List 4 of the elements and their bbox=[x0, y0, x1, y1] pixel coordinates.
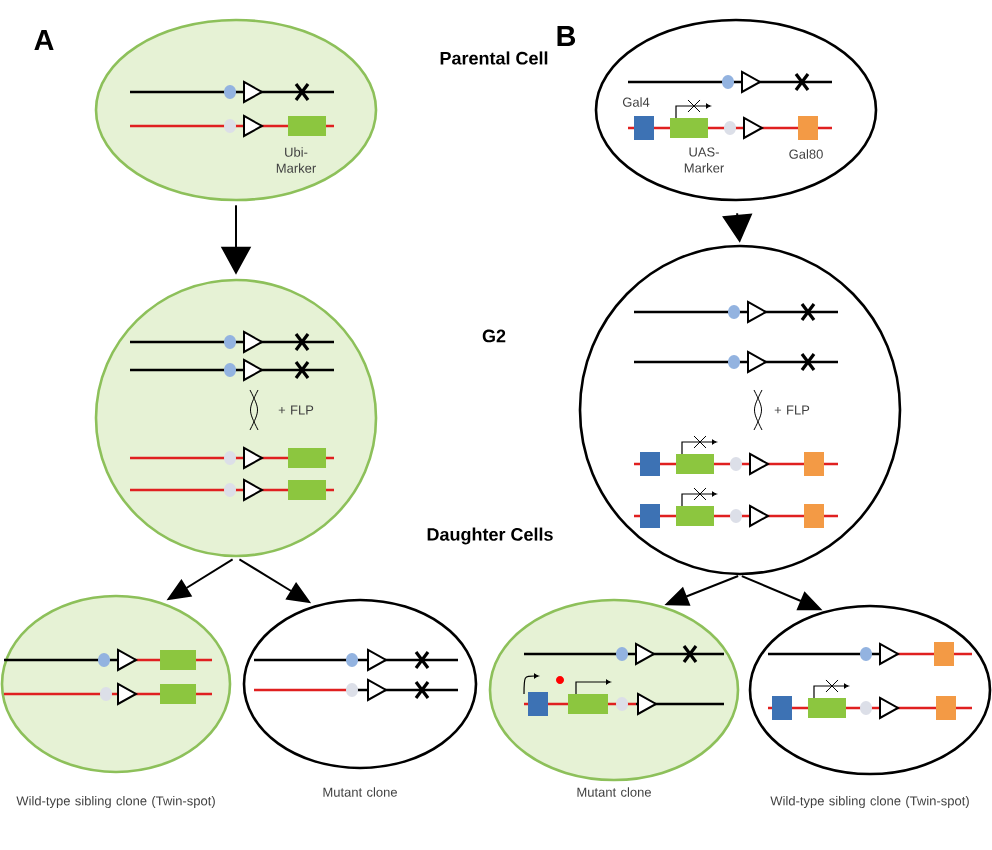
stage-label: G2 bbox=[482, 329, 506, 343]
stage-label: Daughter Cells bbox=[427, 527, 553, 545]
panel-letter: A bbox=[34, 30, 54, 50]
stage-label: Parental Cell bbox=[440, 51, 548, 65]
